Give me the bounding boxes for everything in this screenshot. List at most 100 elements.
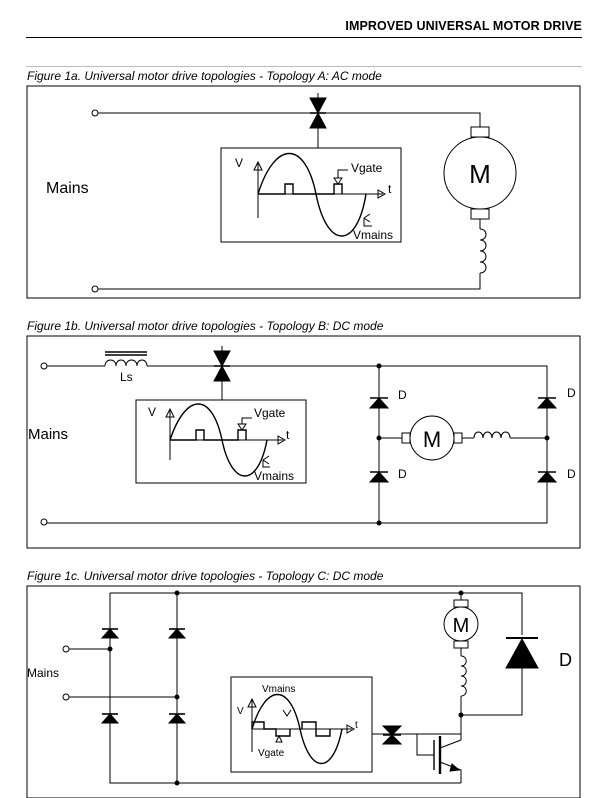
vmains-wave-1c (251, 694, 343, 764)
inset-waveform-1b: V t Vgate Vmains (135, 399, 307, 484)
v-arrow-1a (253, 160, 263, 171)
field-inductor-1b (473, 431, 511, 439)
mains-label-1c: Mains (27, 666, 59, 680)
motor-brush-top-1c (453, 599, 469, 608)
v-axis-label-1a: V (235, 156, 243, 170)
inset-waveform-1a: V t Vgate Vmains (220, 147, 402, 243)
inductor-ls-1b (104, 359, 148, 367)
motor-brush-bottom-1c (453, 640, 469, 649)
vgate-leader-1b (241, 417, 252, 424)
vgate-pulses-1c (251, 721, 331, 737)
junction-1b-c (376, 520, 382, 526)
vgate-label-1c: Vgate (258, 748, 285, 759)
vgate-pulses-1b (170, 429, 247, 441)
bridge-rails-1c (109, 592, 523, 784)
diode-left-top-1b (368, 397, 390, 409)
triac-1a (309, 93, 327, 134)
figure-1a-caption: Figure 1a. Universal motor drive topolog… (27, 69, 382, 83)
mains-label-1b: Mains (28, 426, 68, 443)
top-wire-1a (98, 112, 481, 127)
vmains-label-1b: Vmains (254, 469, 294, 483)
gate-wire-1c (416, 734, 434, 756)
vmains-marker-1c (282, 709, 292, 717)
motor-label-1b: M (423, 427, 441, 452)
t-axis-label-1a: t (388, 182, 392, 196)
motor-brush-left-1b (401, 432, 411, 444)
vmains-leader-1a (363, 218, 372, 227)
header-rule-secondary (26, 66, 582, 67)
protection-device-1c (381, 725, 403, 745)
inset-waveform-1c: V t Vmains Vgate (230, 676, 373, 773)
inductor-core-1b (105, 351, 147, 356)
motor-brush-bottom-1a (470, 208, 490, 220)
vmains-label-1a: Vmains (353, 228, 393, 242)
terminal-top-1b (40, 362, 48, 370)
v-axis-label-1b: V (148, 405, 156, 419)
junction-1c-d (174, 780, 180, 786)
motor-label-1c: M (453, 615, 470, 637)
motor-brush-right-1b (453, 432, 463, 444)
t-axis-label-1c: t (355, 720, 358, 731)
diode-label-1b-b: D (398, 467, 407, 481)
diode-label-1b-d: D (567, 467, 576, 481)
figure-1a-frame (26, 85, 581, 299)
bridge-diode-1c-d (167, 713, 187, 724)
field-inductor-1c (460, 655, 467, 697)
t-arrow-1a (377, 189, 387, 199)
vgate-leader-1a (337, 169, 348, 178)
figure-1c-caption: Figure 1c. Universal motor drive topolog… (27, 569, 384, 583)
figure-1b: Mains Ls D D D D (26, 335, 581, 549)
figure-1b-caption: Figure 1b. Universal motor drive topolog… (27, 319, 384, 333)
bridge-diode-1c-b (167, 628, 187, 639)
t-arrow-1c (346, 724, 356, 734)
bridge-diode-1c-c (100, 713, 120, 724)
mains-label-1a: Mains (46, 180, 89, 197)
figure-1c-frame (26, 585, 581, 798)
terminal-top-1a (91, 109, 99, 117)
diode-label-1c: D (559, 650, 572, 670)
diode-label-1b-c: D (567, 386, 576, 400)
vgate-label-1a: Vgate (351, 161, 383, 175)
inductor-1a (479, 228, 487, 274)
junction-1b-a (376, 363, 382, 369)
bottom-wire-1a (98, 273, 481, 290)
motor-brush-top-1a (470, 126, 490, 138)
main-wires-1b (47, 365, 548, 524)
vgate-marker-1b (237, 423, 247, 431)
vmains-leader-1b (262, 460, 270, 468)
mains-wires-1c (69, 648, 177, 698)
v-axis-label-1c: V (237, 706, 244, 717)
header-title: IMPROVED UNIVERSAL MOTOR DRIVE (345, 19, 582, 33)
diode-label-1b-a: D (398, 388, 407, 402)
igbt-1c (433, 736, 462, 783)
figure-1a: Mains M (26, 85, 581, 299)
t-arrow-1b (277, 435, 287, 445)
vmains-wave-1a (257, 152, 367, 237)
inset-frame-1c (230, 676, 373, 773)
page-header: IMPROVED UNIVERSAL MOTOR DRIVE (0, 0, 607, 72)
terminal-bottom-1a (91, 285, 99, 293)
diode-left-bottom-1b (368, 471, 390, 483)
junction-1c-b (174, 694, 180, 700)
inset-frame-1a (220, 147, 402, 243)
triac-1b (213, 346, 231, 386)
freewheel-diode-1c (505, 637, 539, 669)
vmains-marker-1b (262, 455, 270, 465)
vmains-label-1c: Vmains (262, 684, 295, 695)
freewheel-wire-1c (461, 665, 523, 716)
header-rule (26, 37, 582, 38)
vgate-marker-1a (333, 177, 343, 185)
terminal-top-1c (62, 645, 70, 653)
junction-1c-f (458, 590, 464, 596)
t-axis-label-1b: t (286, 428, 290, 442)
v-arrow-1c (247, 697, 257, 708)
junction-1c-c (174, 590, 180, 596)
vgate-marker-1c (275, 734, 283, 743)
vmains-marker-1a (363, 213, 371, 223)
inset-frame-1b (135, 399, 307, 484)
bridge-diode-1c-a (100, 628, 120, 639)
vgate-label-1b: Vgate (254, 406, 286, 420)
junction-1c-a (107, 646, 113, 652)
diode-right-top-1b (536, 397, 558, 409)
